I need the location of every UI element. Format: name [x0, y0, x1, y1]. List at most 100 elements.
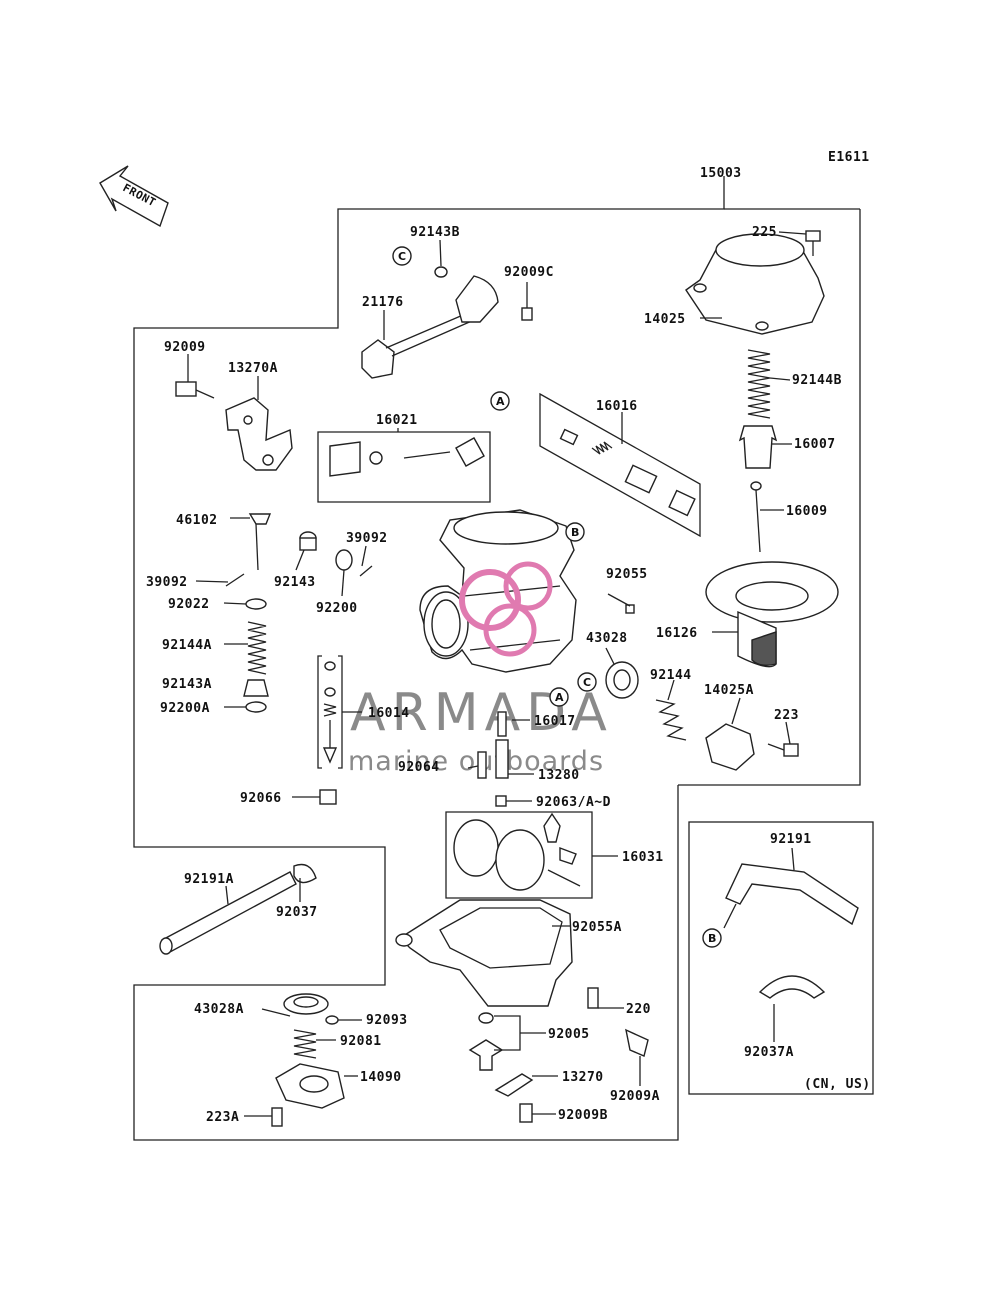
- clip-92037: [293, 863, 317, 884]
- part-label-92055A: 92055A: [572, 920, 622, 935]
- washer-92022: [245, 598, 267, 610]
- part-label-16021: 16021: [376, 413, 418, 428]
- part-label-46102: 46102: [176, 513, 218, 528]
- part-label-92144A: 92144A: [162, 638, 212, 653]
- screw-92009B: [519, 1103, 533, 1123]
- part-label-225: 225: [752, 225, 777, 240]
- screw-223: [767, 743, 799, 757]
- needle-holder-16007: [738, 425, 778, 469]
- part-label-223A: 223A: [206, 1110, 239, 1125]
- washer-92200: [335, 549, 353, 571]
- part-label-92144: 92144: [650, 668, 692, 683]
- part-label-92143A: 92143A: [162, 677, 212, 692]
- part-label-92200A: 92200A: [160, 701, 210, 716]
- cover-14090: [275, 1063, 345, 1109]
- part-label-92143: 92143: [274, 575, 316, 590]
- part-label-92022: 92022: [168, 597, 210, 612]
- part-label-39092-left: 39092: [146, 575, 188, 590]
- part-label-13270A: 13270A: [228, 361, 278, 376]
- svg-text:C: C: [583, 676, 591, 689]
- float-bowl: [395, 899, 573, 1007]
- part-label-16126: 16126: [656, 626, 698, 641]
- region-note: (CN, US): [804, 1077, 871, 1092]
- part-label-16031: 16031: [622, 850, 664, 865]
- part-label-13280: 13280: [538, 768, 580, 783]
- part-label-92066: 92066: [240, 791, 282, 806]
- washer-92200A: [245, 701, 267, 713]
- part-label-39092-right: 39092: [346, 531, 388, 546]
- spring-92144: [655, 699, 687, 741]
- screw-92009A: [625, 1028, 649, 1057]
- part-label-92005: 92005: [548, 1027, 590, 1042]
- diagram-code: E1611: [828, 150, 870, 165]
- part-label-92144B: 92144B: [792, 373, 842, 388]
- part-label-13270: 13270: [562, 1070, 604, 1085]
- svg-text:A: A: [555, 691, 564, 704]
- screw-223A: [271, 1107, 283, 1127]
- callout-c-top: C: [392, 246, 412, 266]
- callout-a-body: A: [549, 687, 569, 707]
- part-label-92009A: 92009A: [610, 1089, 660, 1104]
- watermark-logo: [459, 561, 553, 657]
- part-label-92093: 92093: [366, 1013, 408, 1028]
- callout-b-inset: B: [702, 928, 722, 948]
- spring-92144A: [247, 621, 267, 675]
- part-label-43028A: 43028A: [194, 1002, 244, 1017]
- throttle-stop-kit-16021: [317, 431, 491, 503]
- vacuum-piston-16126: [705, 561, 839, 668]
- part-label-92009C: 92009C: [504, 265, 554, 280]
- screw-220: [587, 987, 599, 1009]
- watermark-tagline: marine outboards: [348, 746, 604, 777]
- assembly-label: 15003: [700, 166, 742, 181]
- screw-92009C: [521, 307, 533, 321]
- fitting-92005: [468, 1012, 504, 1071]
- part-label-14025A: 14025A: [704, 683, 754, 698]
- part-label-92200: 92200: [316, 601, 358, 616]
- needle-jet-16017: [497, 711, 507, 737]
- region-inset-box: [688, 821, 874, 1095]
- hose-92191: [725, 863, 859, 926]
- leader-lines: [187, 231, 807, 1117]
- part-label-16009: 16009: [786, 504, 828, 519]
- cotter-pin-39092-left: [225, 573, 245, 587]
- jet-kit-16016: [539, 392, 701, 538]
- choke-plunger-21176: [361, 275, 499, 379]
- part-label-92064: 92064: [398, 760, 440, 775]
- o-ring-92055: [625, 604, 635, 614]
- cotter-pin-39092-right: [359, 565, 373, 577]
- assembly-frame: [133, 176, 861, 1141]
- pin-46102: [248, 513, 272, 571]
- callout-b-body: B: [565, 522, 585, 542]
- part-label-14025: 14025: [644, 312, 686, 327]
- screw-225: [805, 230, 821, 256]
- diaphragm-43028A: [283, 993, 329, 1015]
- top-cover-part: [685, 233, 825, 335]
- part-label-92143B: 92143B: [410, 225, 460, 240]
- svg-text:B: B: [708, 932, 716, 945]
- svg-text:C: C: [398, 250, 406, 263]
- collar-92143: [299, 531, 317, 551]
- part-label-92191: 92191: [770, 832, 812, 847]
- part-label-92063: 92063/A~D: [536, 795, 611, 810]
- part-label-92009: 92009: [164, 340, 206, 355]
- float-kit-16031: [445, 811, 593, 899]
- diaphragm-43028: [605, 661, 639, 699]
- cover-14025A: [705, 723, 755, 771]
- carburetor-body: [419, 509, 577, 673]
- callout-a-top: A: [490, 391, 510, 411]
- jet-92063: [495, 795, 507, 807]
- part-label-220: 220: [626, 1002, 651, 1017]
- part-label-14090: 14090: [360, 1070, 402, 1085]
- svg-text:A: A: [496, 395, 505, 408]
- main-jet-13280: [495, 739, 509, 779]
- screw-92009: [175, 381, 215, 399]
- bracket-13270: [494, 1073, 534, 1097]
- part-label-21176: 21176: [362, 295, 404, 310]
- throttle-bracket-13270A: [225, 397, 293, 471]
- part-label-92037A: 92037A: [744, 1045, 794, 1060]
- part-label-16016: 16016: [596, 399, 638, 414]
- pilot-screw-kit-16014: [317, 655, 343, 769]
- part-labels: 92143B 21176 92009C 225 14025 92009 1327…: [146, 225, 842, 1125]
- clip-92037A: [758, 975, 826, 999]
- svg-text:B: B: [571, 526, 579, 539]
